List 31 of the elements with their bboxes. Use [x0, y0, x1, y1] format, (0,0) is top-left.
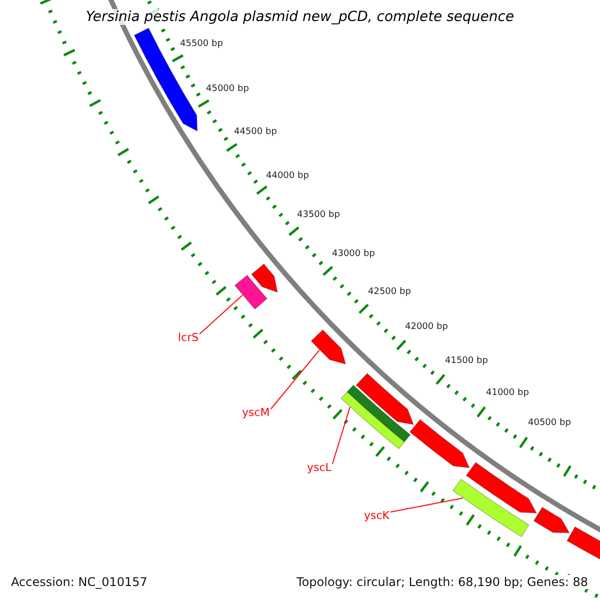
scale-label: 43000 bp	[332, 250, 375, 259]
scale-label: 43500 bp	[297, 211, 340, 220]
gene-label: lcrS	[178, 332, 199, 343]
gene-feature	[452, 478, 530, 538]
scale-label: 44000 bp	[266, 172, 309, 181]
leader-line	[199, 294, 243, 334]
leader-line	[332, 406, 350, 464]
gene-feature	[251, 264, 278, 293]
gene-feature	[533, 506, 570, 534]
scale-label: 45000 bp	[206, 85, 249, 94]
gene-label: yscK	[364, 510, 390, 521]
gene-feature	[234, 274, 268, 310]
summary-text: Topology: circular; Length: 68,190 bp; Genes: 88	[294, 575, 590, 589]
gene-feature	[356, 373, 414, 425]
gene-label: yscM	[242, 407, 270, 418]
gene-feature	[340, 391, 405, 450]
scale-label: 45500 bp	[180, 40, 223, 49]
scale-label: 41500 bp	[445, 357, 488, 366]
scale-label: 44500 bp	[234, 128, 277, 137]
scale-label: 41000 bp	[486, 389, 529, 398]
scale-label: 42500 bp	[368, 288, 411, 297]
gene-feature	[466, 462, 537, 514]
gene-feature	[310, 330, 346, 364]
scale-label: 40500 bp	[528, 419, 571, 428]
leader-line	[390, 498, 464, 512]
gene-feature	[346, 384, 411, 442]
gene-label: yscL	[307, 462, 332, 473]
accession-text: Accession: NC_010157	[9, 575, 150, 589]
scale-label: 42000 bp	[405, 323, 448, 332]
gene-feature	[410, 419, 470, 468]
leader-line	[270, 350, 320, 410]
